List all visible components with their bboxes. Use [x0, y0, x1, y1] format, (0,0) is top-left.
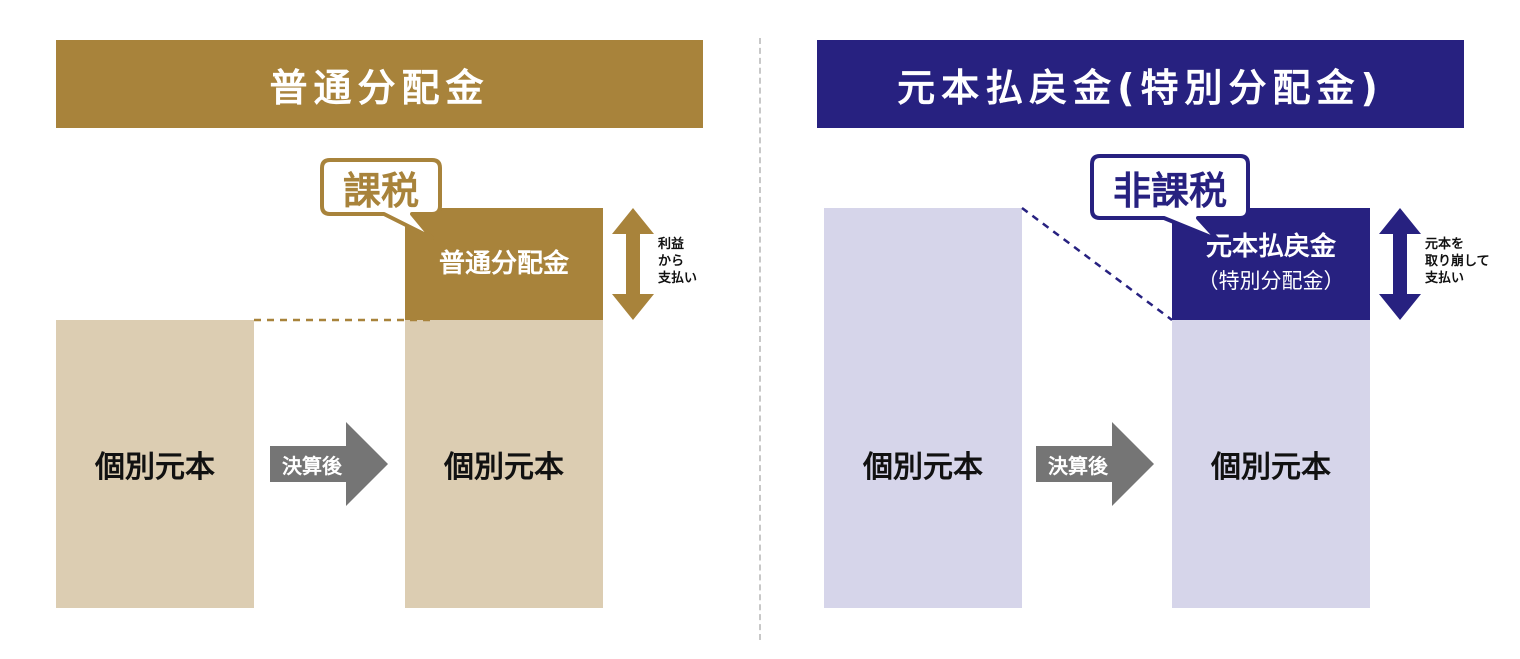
left-panel-header: 普通分配金	[56, 40, 703, 128]
right-after-principal-box: 個別元本	[1172, 320, 1370, 608]
right-panel-header: 元本払戻金(特別分配金)	[817, 40, 1464, 128]
left-side-note-line: 支払い	[658, 271, 698, 286]
right-side-note-line: 支払い	[1425, 271, 1465, 286]
right-distribution-label: 元本払戻金	[1205, 232, 1336, 262]
left-panel-title: 普通分配金	[269, 65, 490, 110]
right-side-note-line: 取り崩して	[1425, 254, 1490, 269]
left-after-principal-label: 個別元本	[444, 450, 564, 485]
right-dotted-connector	[1021, 206, 1173, 322]
left-after-principal-box: 個別元本	[405, 320, 603, 608]
right-bubble-shape	[1090, 154, 1250, 242]
right-distribution-block: 元本払戻金 （特別分配金）	[1172, 208, 1370, 320]
right-settlement-arrow	[1036, 422, 1154, 506]
left-side-note: 利益 から 支払い	[658, 236, 697, 287]
left-settlement-arrow-label: 決算後	[282, 453, 342, 478]
left-bubble-shape	[320, 158, 442, 240]
left-side-note-line: から	[658, 254, 685, 269]
left-distribution-block: 普通分配金	[405, 208, 603, 320]
right-side-note-line: 元本を	[1425, 237, 1465, 252]
left-before-principal-label: 個別元本	[95, 450, 215, 485]
right-bubble-label: 非課税	[1112, 168, 1227, 213]
left-distribution-label: 普通分配金	[438, 249, 569, 279]
right-before-principal-box: 個別元本	[824, 208, 1022, 608]
right-bubble: 非課税	[1092, 156, 1248, 218]
left-settlement-arrow	[270, 422, 388, 506]
right-distribution-sublabel: （特別分配金）	[1197, 269, 1345, 293]
left-bubble: 課税	[322, 160, 440, 214]
right-after-principal-label: 個別元本	[1211, 450, 1331, 485]
right-side-note: 元本を 取り崩して 支払い	[1425, 236, 1490, 287]
left-double-arrow-icon	[612, 208, 654, 320]
left-before-principal-box: 個別元本	[56, 320, 254, 608]
panel-divider	[759, 38, 761, 640]
right-panel-title: 元本払戻金(特別分配金)	[897, 65, 1384, 110]
right-settlement-arrow-label: 決算後	[1048, 453, 1108, 478]
left-bubble-label: 課税	[342, 168, 419, 213]
right-before-principal-label: 個別元本	[863, 450, 983, 485]
left-side-note-line: 利益	[658, 237, 685, 252]
right-double-arrow-icon	[1379, 208, 1421, 320]
